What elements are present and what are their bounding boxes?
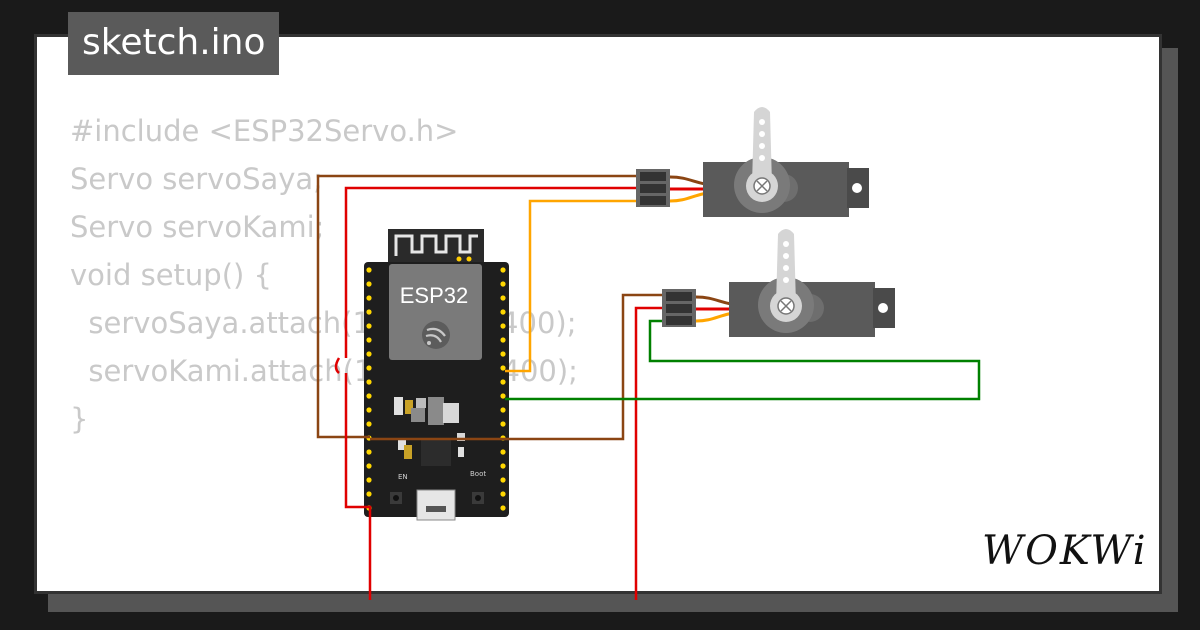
wokwi-logo-icon: WOKWi (982, 528, 1148, 574)
smd-component (394, 397, 403, 415)
servo-screw-cross (780, 300, 792, 312)
connector-pin (640, 196, 666, 205)
module-label: ESP32 (400, 283, 469, 308)
connector-pin (666, 304, 692, 313)
wire-orange-servo1[interactable] (505, 199, 640, 373)
wire-red-vin[interactable] (344, 373, 372, 600)
wire-red-servo1[interactable] (344, 186, 640, 358)
led-dot (456, 256, 462, 262)
regulator-chip (428, 397, 444, 425)
file-tab[interactable]: sketch.ino (68, 12, 280, 75)
espressif-logo-icon (422, 321, 450, 349)
preview-card: #include <ESP32Servo.h> Servo servoSaya; S… (34, 34, 1162, 594)
en-button-cap (393, 495, 399, 501)
esp32-board[interactable]: ESP32 (364, 229, 509, 521)
smd-component (398, 438, 406, 450)
boot-button-cap (475, 495, 481, 501)
wire-green-servo2[interactable] (505, 319, 981, 401)
smd-component (404, 445, 412, 459)
led-dot (466, 256, 472, 262)
usb-uart-chip (421, 440, 451, 466)
wire-red-servo2[interactable] (634, 306, 666, 600)
smd-component (443, 403, 459, 423)
screw-hole (878, 303, 888, 313)
servo-screw-cross (756, 180, 768, 192)
usb-port-opening (426, 506, 446, 512)
connector-pin (640, 184, 666, 193)
connector-pin (666, 292, 692, 301)
wokwi-logo: WOKWi (980, 526, 1150, 578)
servo-1[interactable] (636, 107, 869, 217)
wires (316, 174, 981, 600)
servo-2[interactable] (662, 229, 895, 337)
smd-component (416, 398, 426, 408)
code-line: } (70, 402, 89, 436)
usb-port[interactable] (416, 489, 456, 521)
antenna-trace (394, 234, 478, 256)
esp32-module (389, 264, 482, 360)
en-label: EN (398, 473, 408, 481)
connector-pin (666, 316, 692, 325)
regulator-chip (411, 408, 425, 422)
code-line: Servo servoSaya; (70, 162, 323, 196)
wire-red-loop (334, 357, 341, 374)
code-line: Servo servoKami; (70, 210, 325, 244)
logo-text: WOKWi (982, 528, 1148, 574)
code-line: void setup() { (70, 258, 272, 292)
smd-component (457, 433, 465, 441)
screw-hole (852, 183, 862, 193)
smd-component (405, 400, 413, 414)
wire-brown-servo1[interactable] (316, 174, 640, 439)
smd-component (458, 447, 464, 457)
wire-brown-servo2[interactable] (370, 293, 666, 441)
connector-pin (640, 172, 666, 181)
code-line: #include <ESP32Servo.h> (70, 114, 459, 148)
boot-label: Boot (470, 470, 486, 478)
